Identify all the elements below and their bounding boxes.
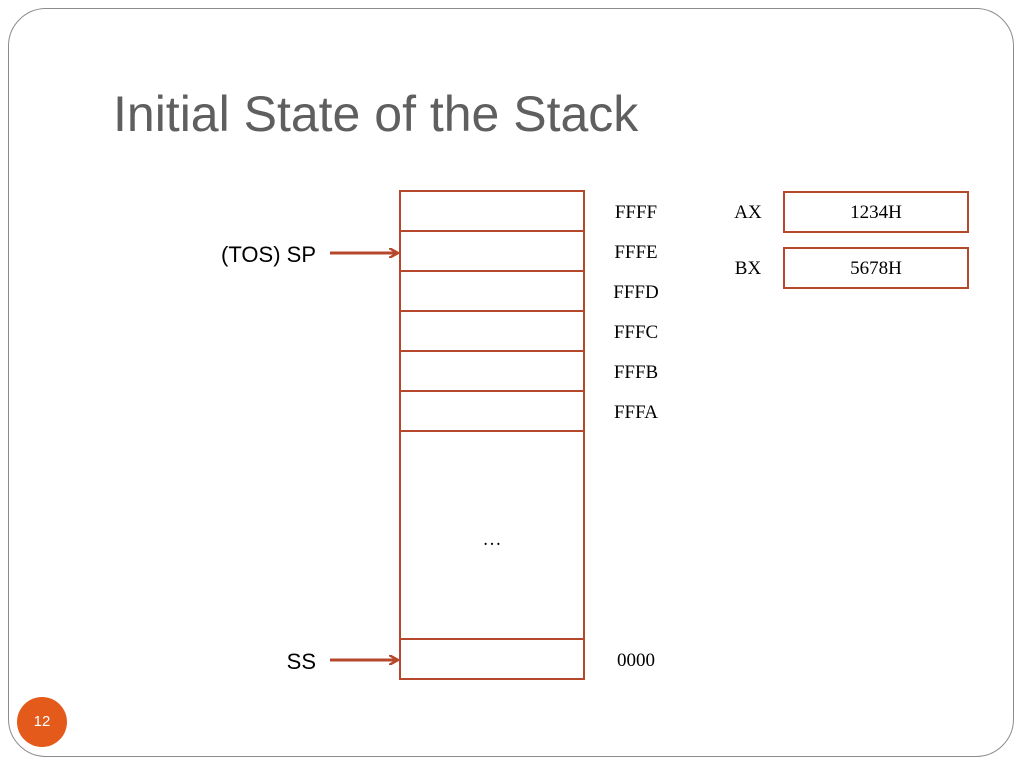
stack-ellipsis: … [483, 529, 502, 550]
stack-cell-gap [399, 430, 585, 640]
address-labels: FFFF FFFE FFFD FFFC FFFB FFFA 0000 [613, 202, 658, 671]
register-bx-box [783, 247, 969, 289]
ss-label: SS [287, 649, 316, 674]
address-label: FFFB [614, 362, 658, 383]
address-label: FFFE [614, 242, 657, 263]
address-label: FFFD [613, 282, 658, 303]
address-label: FFFF [615, 202, 657, 223]
stack-cell-fffb [399, 350, 585, 392]
stack-cell-ffff [399, 190, 585, 232]
address-label-bottom: 0000 [617, 650, 655, 671]
address-label: FFFA [614, 402, 658, 423]
stack-cell-fffd [399, 270, 585, 312]
sp-pointer: (TOS) SP [221, 242, 397, 267]
stack-cell-fffa [399, 390, 585, 432]
stack-cell-fffe [399, 230, 585, 272]
register-ax: AX 1234H [734, 191, 969, 233]
register-bx-value: 5678H [850, 258, 902, 279]
register-bx-name: BX [735, 258, 762, 279]
stack-cell-0000 [399, 638, 585, 680]
slide-frame [8, 8, 1014, 757]
register-bx: BX 5678H [735, 247, 969, 289]
stack-cells [399, 190, 585, 680]
ss-pointer: SS [287, 649, 397, 674]
register-ax-name: AX [734, 202, 762, 223]
address-label: FFFC [614, 322, 658, 343]
page-number-badge: 12 [17, 697, 67, 747]
stack-cell-fffc [399, 310, 585, 352]
sp-label: (TOS) SP [221, 242, 316, 267]
slide-title: Initial State of the Stack [113, 86, 639, 142]
register-ax-value: 1234H [850, 202, 902, 223]
register-ax-box [783, 191, 969, 233]
